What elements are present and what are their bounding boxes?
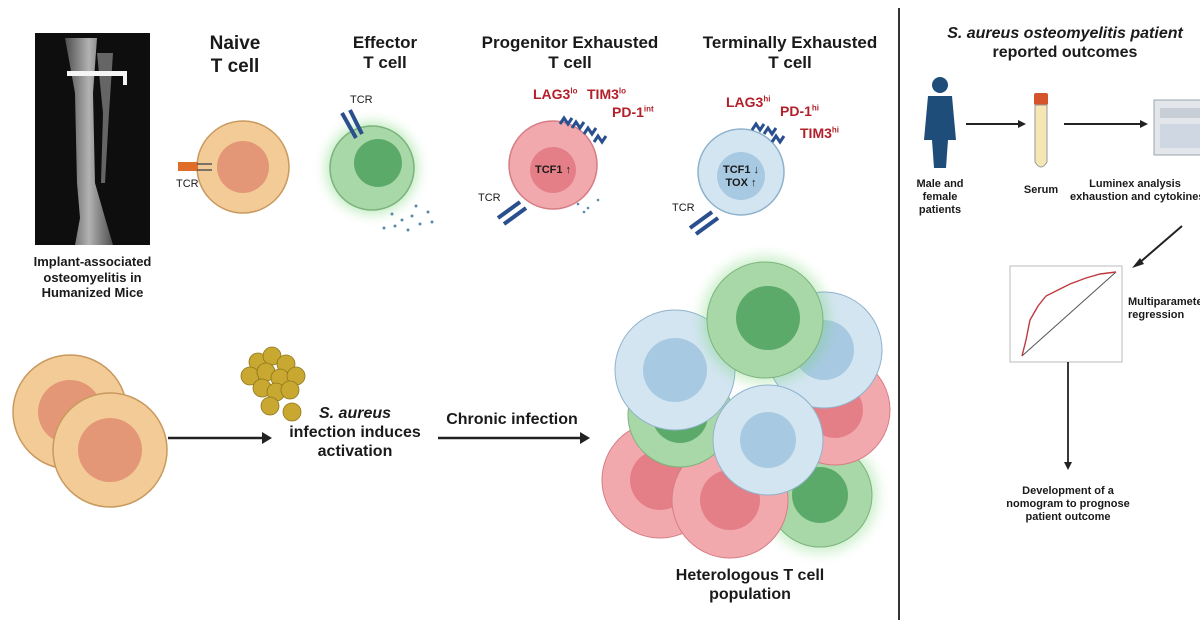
arrow-activation <box>168 432 272 444</box>
serum-tube-icon <box>1034 93 1048 168</box>
arrow-chronic <box>438 432 590 444</box>
marker-tim3-hi: TIM3hi <box>800 125 839 141</box>
xray-caption: Implant-associated osteomyelitis in Huma… <box>33 254 152 301</box>
population-caption: Heterologous T cell population <box>675 567 825 604</box>
step-activation: S. aureus infection induces activation <box>289 405 421 461</box>
panel-divider <box>898 8 900 620</box>
marker-pd1-int: PD-1int <box>612 104 654 120</box>
checkpoint-receptors <box>558 115 608 145</box>
bone-drawing <box>65 38 127 245</box>
terminal-cell <box>688 121 786 236</box>
marker-lag3-lo: LAG3lo <box>533 86 578 102</box>
cytokine-dots <box>382 204 434 232</box>
progenitor-cell <box>496 115 608 226</box>
tcr-receptor <box>178 162 198 171</box>
tcr-label-progenitor: TCR <box>478 192 501 204</box>
s-aureus-bacteria <box>240 346 306 422</box>
regression-label: Multiparameter regression <box>1128 296 1200 322</box>
xray-image <box>35 33 150 245</box>
tcr-receptor <box>340 109 364 139</box>
naive-cell-pair <box>12 354 168 508</box>
effector-cell <box>326 109 434 232</box>
patients-icon <box>924 77 956 168</box>
roc-curve-plot <box>1009 265 1123 363</box>
patients-label: Male and female patients <box>916 178 964 217</box>
tcr-label-terminal: TCR <box>672 202 695 214</box>
right-panel-title: S. aureus osteomyelitis patient reported… <box>947 25 1183 62</box>
step-chronic-infection: Chronic infection <box>446 411 578 428</box>
tcr-receptor <box>496 200 528 226</box>
naive-cell <box>178 120 290 214</box>
luminex-label: Luminex analysis exhaustion and cytokine… <box>1070 178 1200 204</box>
tcr-receptor <box>688 210 720 236</box>
luminex-instrument-icon <box>1153 99 1200 156</box>
marker-lag3-hi: LAG3hi <box>726 94 771 110</box>
cell-illustrations <box>12 109 891 559</box>
nomogram-label: Development of a nomogram to prognose pa… <box>1006 485 1130 524</box>
workflow-graphics <box>924 77 1200 470</box>
marker-tim3-lo: TIM3lo <box>587 86 626 102</box>
checkpoint-receptors <box>750 121 786 145</box>
implant-pin <box>67 71 127 76</box>
heterologous-cluster <box>601 256 891 559</box>
serum-label: Serum <box>1023 184 1059 196</box>
marker-pd1-hi: PD-1hi <box>780 103 820 119</box>
arrow-to-roc <box>1137 225 1183 265</box>
progenitor-nucleus-label: TCF1 ↑ <box>534 164 572 176</box>
tcr-label-effector: TCR <box>350 94 373 106</box>
tcr-label-naive: TCR <box>176 178 199 190</box>
terminal-nucleus-label: TCF1 ↓ TOX ↑ <box>722 164 760 190</box>
